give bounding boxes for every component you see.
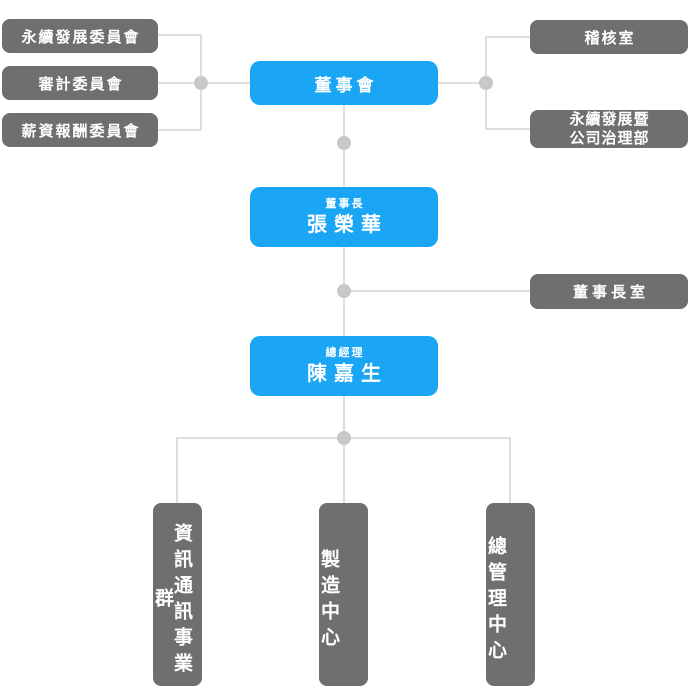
connector-line — [158, 34, 201, 36]
division-box-ict-business-group: 資訊通訊事業群 — [152, 503, 202, 686]
connector-node — [337, 431, 351, 445]
connector-node — [479, 76, 493, 90]
connector-line — [176, 437, 178, 503]
chairman-box: 董事長 張榮華 — [250, 187, 438, 247]
connector-node — [337, 284, 351, 298]
division-box-general-management-center: 總管理中心 — [485, 503, 535, 686]
board-label: 董事會 — [314, 75, 378, 96]
connector-line — [438, 82, 486, 84]
committee-box-compensation: 薪資報酬委員會 — [2, 113, 158, 147]
division-label: 資訊通訊事業群 — [152, 523, 193, 679]
president-box: 總經理 陳嘉生 — [250, 336, 438, 396]
board-box: 董事會 — [250, 61, 438, 105]
division-label: 製造中心 — [318, 549, 340, 653]
connector-line — [344, 290, 530, 292]
connector-line — [485, 36, 530, 38]
chairman-office-box: 董事長室 — [530, 274, 688, 309]
division-label: 總管理中心 — [485, 536, 507, 666]
governance-dept-box: 永續發展暨 公司治理部 — [530, 110, 688, 148]
president-name: 陳嘉生 — [307, 360, 388, 385]
connector-line — [485, 128, 530, 130]
audit-office-box: 稽核室 — [530, 20, 688, 54]
chairman-name: 張榮華 — [307, 211, 388, 236]
chairman-title: 董事長 — [325, 197, 365, 211]
connector-line — [509, 437, 511, 503]
connector-line — [158, 129, 201, 131]
connector-line — [343, 396, 345, 503]
committee-box-audit: 審計委員會 — [2, 66, 158, 100]
division-box-manufacturing-center: 製造中心 — [318, 503, 368, 686]
president-title: 總經理 — [325, 346, 365, 360]
committee-box-sustainability: 永續發展委員會 — [2, 19, 158, 53]
connector-node — [194, 76, 208, 90]
connector-node — [337, 136, 351, 150]
